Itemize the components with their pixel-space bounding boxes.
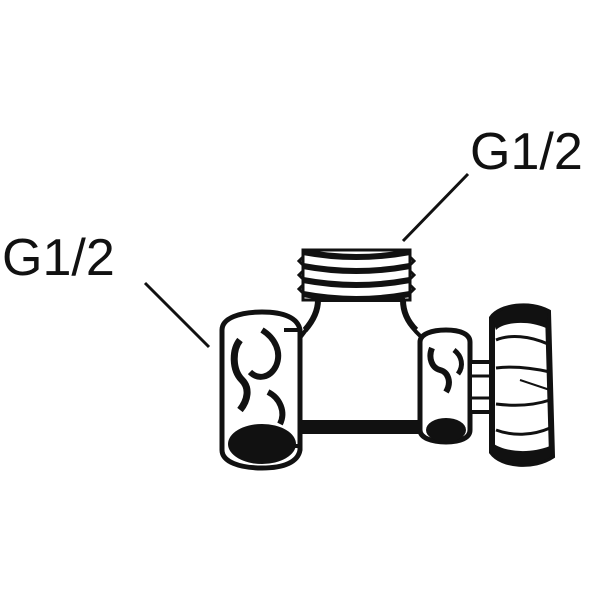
side-thread-label: G1/2 (2, 229, 115, 287)
valve-body (298, 298, 427, 434)
leader-line-top (401, 172, 470, 243)
threaded-spigot (296, 248, 417, 302)
right-collar (417, 327, 473, 445)
leader-line-left (143, 281, 211, 349)
thread-ridges (302, 249, 411, 302)
handle-knob (489, 303, 556, 467)
left-inlet-port (219, 309, 303, 471)
top-thread-label: G1/2 (470, 123, 583, 181)
